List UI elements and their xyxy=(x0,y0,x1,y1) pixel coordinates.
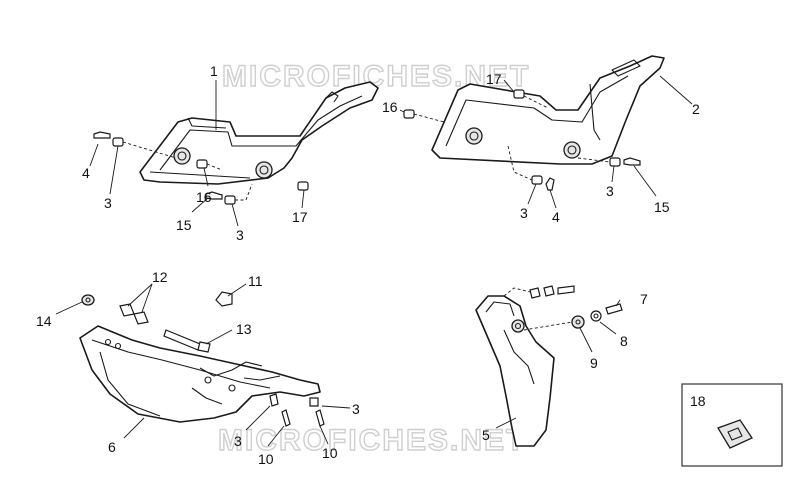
callout-18: 18 xyxy=(690,393,706,409)
callout-8: 8 xyxy=(620,333,628,349)
callout-2: 2 xyxy=(692,101,700,117)
callout-10: 10 xyxy=(322,445,338,461)
callout-15: 15 xyxy=(654,199,670,215)
callout-numbers: 1 2 3 3 3 3 3 3 4 4 5 6 7 8 9 10 10 11 1… xyxy=(36,63,706,467)
callout-3: 3 xyxy=(104,195,112,211)
guard-hardware xyxy=(81,291,325,427)
right-side-panel xyxy=(431,55,665,165)
leader-lines xyxy=(55,75,693,447)
callout-5: 5 xyxy=(482,427,490,443)
callout-1: 1 xyxy=(210,63,218,79)
callout-7: 7 xyxy=(640,291,648,307)
callout-3: 3 xyxy=(236,227,244,243)
callout-15: 15 xyxy=(176,217,192,233)
engine-guard xyxy=(79,325,321,423)
left-side-panel xyxy=(139,81,379,185)
callout-16: 16 xyxy=(382,99,398,115)
right-panel-hardware xyxy=(403,89,641,191)
callout-10: 10 xyxy=(258,451,274,467)
callout-3: 3 xyxy=(520,205,528,221)
callout-13: 13 xyxy=(236,321,252,337)
callout-3: 3 xyxy=(606,183,614,199)
callout-14: 14 xyxy=(36,313,52,329)
callout-3: 3 xyxy=(234,433,242,449)
watermark-bottom: MICROFICHES.NET xyxy=(218,424,526,457)
callout-12: 12 xyxy=(152,269,168,285)
callout-4: 4 xyxy=(82,165,90,181)
callout-9: 9 xyxy=(590,355,598,371)
callout-17: 17 xyxy=(292,209,308,225)
callout-16: 16 xyxy=(196,189,212,205)
callout-11: 11 xyxy=(248,273,263,289)
left-panel-hardware xyxy=(93,131,309,205)
callout-6: 6 xyxy=(108,439,116,455)
callout-17: 17 xyxy=(486,71,502,87)
callout-3: 3 xyxy=(352,401,360,417)
bracket-cover xyxy=(475,285,623,447)
inset-part-18 xyxy=(681,383,783,467)
callout-4: 4 xyxy=(552,209,560,225)
